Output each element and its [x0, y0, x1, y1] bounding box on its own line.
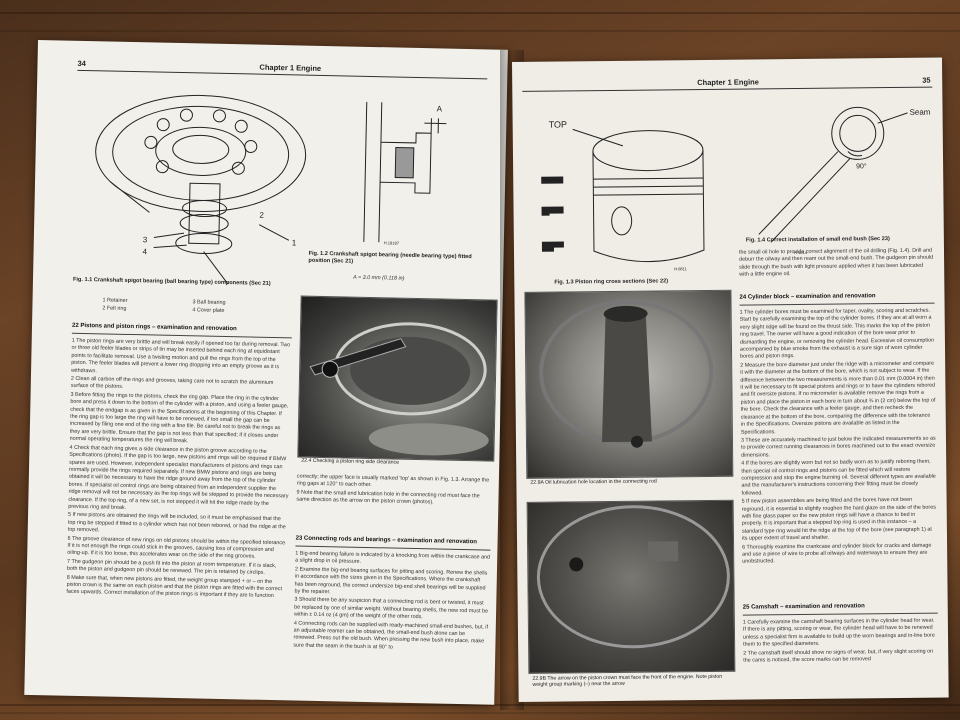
- fig-1-3-caption: Fig. 1.3 Piston ring cross sections (Sec…: [554, 278, 669, 286]
- fig-1-4-seam-label: Seam: [910, 108, 931, 117]
- fig-1-2-code: H.18187: [384, 240, 400, 245]
- right-page: Chapter 1 Engine 35 TOP H.6811 Fig. 1.3 …: [512, 57, 949, 702]
- svg-text:3: 3: [143, 235, 148, 244]
- section-25-title: 25 Camshaft – examination and renovation: [742, 603, 865, 611]
- fig-1-1-legend-4: 4 Cover plate: [192, 307, 225, 314]
- section-23-body: 1 Big-end bearing failure is indicated b…: [292, 551, 490, 705]
- section-24-body: 1 The cylinder bores must be examined fo…: [740, 308, 938, 600]
- sec23-para-4: 4 Connecting rods can be supplied with r…: [293, 620, 489, 651]
- section-22-body: 1 The piston rings are very brittle and …: [64, 338, 291, 698]
- sec24-para-2: 2 Measure the bore diameter just under t…: [740, 360, 936, 436]
- sec24-para-5: 5 If new piston assemblies are being fit…: [741, 496, 936, 542]
- fig-1-2-label-a: A: [437, 104, 443, 113]
- photo-22-9b: [526, 499, 736, 674]
- photo-22-9b-caption: 22.9B The arrow on the piston crown must…: [532, 673, 723, 688]
- fig-1-2-drawing: A H.18187: [363, 101, 447, 246]
- fig-1-3-top-label: TOP: [549, 119, 567, 129]
- sec22-para-3: 3 Before fitting the rings to the piston…: [69, 391, 289, 445]
- photo-22-4-image: [309, 322, 489, 456]
- page-number-right: 35: [922, 75, 931, 85]
- fig-1-3-code: H.6811: [674, 266, 687, 271]
- chapter-header-left: Chapter 1 Engine: [259, 62, 322, 73]
- photo-22-9a: [524, 289, 734, 479]
- sec22-para-4: 4 Check that each ring gives a side clea…: [68, 444, 289, 511]
- section-24-title: 24 Cylinder block – examination and reno…: [739, 293, 876, 301]
- header-rule-right: [522, 86, 933, 92]
- sec25-para-1: 1 Carefully examine the camshaft bearing…: [742, 617, 935, 648]
- photo-22-9a-image: [539, 299, 714, 448]
- sec24-para-6: 6 Thoroughly examine the crankcase and c…: [742, 542, 932, 566]
- fig-1-1-legend-2: 2 Felt ring: [102, 305, 127, 312]
- photo-22-9a-caption: 22.9A Oil lubrication hole location in t…: [530, 478, 657, 486]
- fig-1-4-code: H.5814: [794, 250, 808, 255]
- sec23-para-3: 3 Should there be any suspicion that a c…: [293, 596, 489, 621]
- fig-1-4-drawing: Seam 90° H.5814: [758, 106, 931, 255]
- fig-1-2-caption: Fig. 1.2 Crankshaft spigot bearing (need…: [308, 250, 472, 266]
- sec24-para-1: 1 The cylinder bores must be examined fo…: [739, 307, 935, 361]
- fig-1-1-drawing: 2 3 4 1: [95, 94, 307, 285]
- sec24-para-3: 3 These are accurately machined to just …: [740, 435, 936, 459]
- sec22-para-6: 6 The groove clearance of new rings on o…: [67, 535, 287, 561]
- photo-22-4: [297, 295, 498, 462]
- sec25-para-2: 2 The camshaft itself should show no sig…: [743, 648, 934, 664]
- svg-text:2: 2: [259, 211, 264, 220]
- page-number-left: 34: [77, 58, 86, 69]
- fig-1-2-subcaption: A = 3.0 mm (0.118 in): [353, 274, 405, 282]
- left-page: 34 Chapter 1 Engine 2 3 4 1 Fig. 1.1 Cra…: [24, 40, 508, 705]
- fig-1-3-drawing: TOP H.6811: [541, 119, 705, 271]
- svg-text:4: 4: [142, 247, 147, 256]
- sec23-para-2: 2 Examine the big-end bearing surfaces f…: [294, 566, 488, 596]
- section-24-rule: [739, 302, 935, 306]
- sec22-para-5: 5 If new pistons are obtained the rings …: [67, 512, 286, 534]
- sec23-continued: the small oil hole to provide correct al…: [738, 247, 934, 278]
- section-25-body: 1 Carefully examine the camshaft bearing…: [743, 618, 939, 695]
- sec22-para-1: 1 The piston rings are very brittle and …: [71, 337, 291, 374]
- section-23-title: 23 Connecting rods and bearings – examin…: [295, 535, 478, 546]
- right-column-text: correctly; the upper face is usually mar…: [296, 474, 492, 510]
- section-22-title: 22 Pistons and piston rings – examinatio…: [71, 322, 237, 333]
- section-23-rule: [295, 545, 491, 551]
- photo-22-9b-image: [536, 505, 730, 649]
- sec24-para-4: 4 If the bores are slightly worn but not…: [741, 458, 936, 497]
- sec22-cont-2: 9 Note that the small end lubrication ho…: [296, 489, 480, 506]
- chapter-header-right: Chapter 1 Engine: [697, 77, 759, 88]
- fig-1-4-angle-label: 90°: [856, 162, 867, 170]
- svg-text:1: 1: [292, 238, 297, 247]
- section-25-rule: [742, 612, 938, 616]
- sec22-para-8: 8 Make sure that, when new pistons are f…: [66, 574, 283, 600]
